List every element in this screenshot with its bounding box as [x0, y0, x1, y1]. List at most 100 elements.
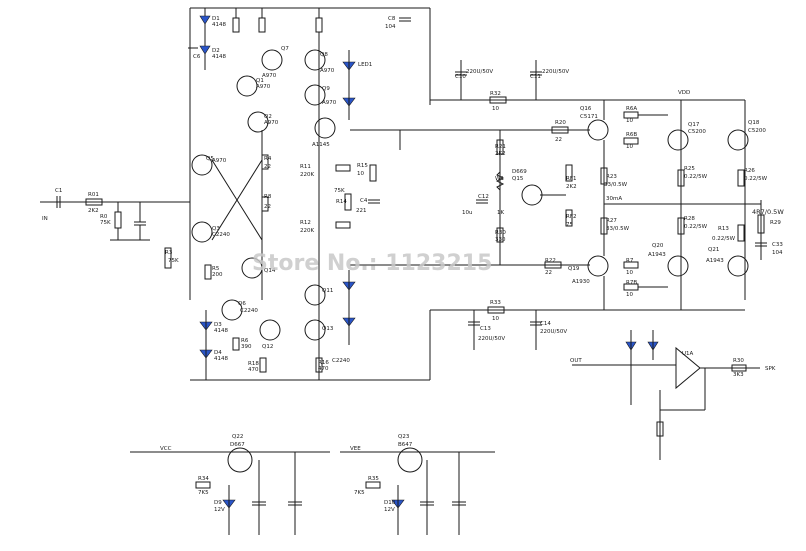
r-out-label: R30	[733, 358, 744, 364]
q6-part: C2240	[240, 308, 258, 314]
r22-resistor	[544, 261, 562, 269]
q3-part: C2240	[212, 232, 230, 238]
r20-label: R20	[555, 120, 566, 126]
q5-transistor	[191, 154, 213, 176]
r0-value: 75K	[100, 220, 111, 226]
r4-value: 22	[264, 164, 271, 170]
r14-resistor	[344, 193, 352, 211]
r01-resistor	[85, 198, 103, 206]
r1-resistor	[232, 17, 240, 33]
q17-part: C5200	[688, 129, 706, 135]
q7-part: A970	[262, 73, 277, 79]
rf2-resistor	[565, 209, 573, 227]
r11-value: 220K	[300, 172, 314, 178]
q20-label: Q20	[652, 243, 664, 249]
r12-value: 220K	[300, 228, 314, 234]
d1-diode	[199, 15, 211, 25]
r6b-value: 10	[626, 144, 633, 150]
r5-label: R5	[212, 266, 220, 272]
d4-value: 4148	[214, 356, 228, 362]
q15-transistor	[521, 184, 543, 206]
r-fb-resistor	[656, 421, 664, 437]
rf1-label: RF1	[566, 176, 576, 182]
store-watermark: Store No.: 1123215	[252, 251, 492, 276]
r35-resistor	[365, 481, 381, 489]
c8-value: 104	[385, 24, 396, 30]
r5-resistor	[204, 264, 212, 280]
feedback-network: R11 220K R12 220K 75K R14 R15 10 C4 221	[300, 129, 590, 266]
q16-part: C5171	[580, 114, 598, 120]
r34-label: R34	[198, 476, 209, 482]
q19-part: A1930	[572, 279, 590, 285]
r34-value: 7K5	[198, 490, 209, 496]
q8-transistor	[304, 49, 326, 71]
c8-label: C8	[388, 16, 396, 22]
r6-label: R6	[241, 338, 249, 344]
d9-value: 12V	[214, 507, 225, 513]
input-section: IN C1 R01 2K2 R0 75K	[40, 188, 190, 241]
q20-part: A1943	[648, 252, 666, 258]
rf2-label: RF2	[566, 214, 576, 220]
rf2-value: 75	[566, 222, 573, 228]
q18-label: Q18	[748, 120, 760, 126]
r20-resistor	[551, 126, 569, 134]
r12-resistor	[335, 221, 351, 229]
r25-label: R25	[684, 166, 695, 172]
c4-value: 221	[356, 208, 367, 214]
r33-resistor	[487, 306, 505, 314]
c4-label: C4	[360, 198, 368, 204]
q10-transistor	[314, 117, 336, 139]
q23-part: B647	[398, 442, 413, 448]
speaker-label: SPK	[765, 366, 776, 372]
r28-label: R28	[684, 216, 695, 222]
q10-part: A1145	[312, 142, 330, 148]
q1-part: A970	[256, 84, 271, 90]
r7b-value: 10	[626, 292, 633, 298]
d4-label: D4	[214, 350, 222, 356]
q23-transistor	[397, 447, 423, 473]
r33-label: R33	[490, 300, 501, 306]
d1-label: D1	[212, 16, 220, 22]
r16-label: R16	[318, 360, 329, 366]
r5-value: 200	[212, 272, 223, 278]
q18-transistor	[727, 129, 749, 151]
r26-label: R26	[744, 168, 755, 174]
r28-value: 0.22/5W	[684, 224, 708, 230]
r15-value: 10	[357, 171, 364, 177]
c12-label: C12	[478, 194, 489, 200]
r6a-value: 10	[626, 118, 633, 124]
r-out-value: 3K3	[733, 372, 744, 378]
vdd-label: VDD	[678, 90, 690, 96]
r33-value: 10	[492, 316, 499, 322]
q22-part: D667	[230, 442, 245, 448]
q12-label: Q12	[262, 344, 273, 350]
q15-label: Q15	[512, 176, 524, 182]
q2-transistor	[247, 111, 269, 133]
c13-label: C13	[480, 326, 491, 332]
r15-label: R15	[357, 163, 368, 169]
r29-label: R29	[770, 220, 781, 226]
r11-label: R11	[300, 164, 311, 170]
q13-transistor	[304, 319, 326, 341]
r35-value: 7K5	[354, 490, 365, 496]
r30-label: R30	[495, 230, 506, 236]
r32-resistor	[489, 96, 507, 104]
q13-part: C2240	[332, 358, 350, 364]
r6b-label: R6B	[626, 132, 637, 138]
rf1-resistor	[565, 164, 573, 182]
r7-label: R7	[626, 258, 634, 264]
r29-value: 4R7/0.5W	[752, 208, 784, 216]
c33-label: C33	[772, 242, 783, 248]
q6-label: Q6	[238, 301, 246, 307]
c1-label: C1	[55, 188, 62, 194]
r22-value: 22	[545, 270, 552, 276]
q22-label: Q22	[232, 434, 243, 440]
q7-transistor	[261, 49, 283, 71]
c11-label: C11	[530, 74, 541, 80]
r9-resistor	[315, 17, 323, 33]
q21-transistor	[727, 255, 749, 277]
q21-label: Q21	[708, 247, 719, 253]
q15-part: D669	[512, 169, 527, 175]
r18-value: 470	[248, 367, 259, 373]
